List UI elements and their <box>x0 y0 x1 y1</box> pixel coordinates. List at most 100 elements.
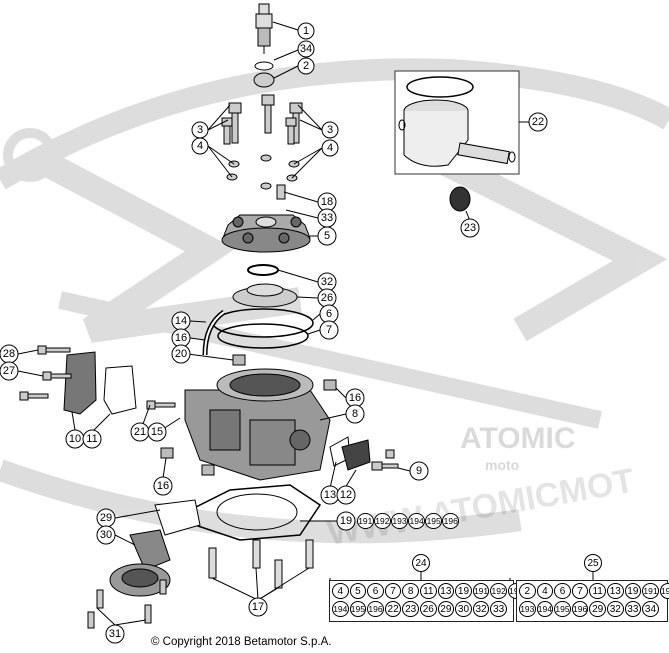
kit-24-item: 195 <box>349 601 367 617</box>
svg-text:15: 15 <box>151 426 163 438</box>
callout-19: 19 <box>336 511 356 531</box>
svg-text:16: 16 <box>175 332 187 344</box>
callout-28: 28 <box>0 344 19 364</box>
svg-text:16: 16 <box>349 392 361 404</box>
kit-25-item: 4 <box>536 583 554 599</box>
chip-196: 196 <box>442 513 460 529</box>
callout-6: 6 <box>319 304 339 324</box>
kit-24-item: 32 <box>472 601 490 617</box>
kit-25-item: 32 <box>606 601 624 617</box>
kit-24-item: 26 <box>419 601 437 617</box>
watermark-url: WWW.ATOMICMOT <box>325 462 637 553</box>
svg-text:27: 27 <box>3 365 15 377</box>
svg-text:19: 19 <box>340 515 352 527</box>
piston-assembly <box>398 76 516 167</box>
svg-text:14: 14 <box>175 315 187 327</box>
svg-text:26: 26 <box>321 292 333 304</box>
callout-20: 20 <box>171 344 191 364</box>
kit-25-item: 195 <box>554 601 571 617</box>
kit-25-item: 29 <box>589 601 606 617</box>
svg-text:21: 21 <box>134 426 146 438</box>
callout-23: 23 <box>460 218 480 238</box>
callout-21: 21 <box>130 422 150 442</box>
svg-text:8: 8 <box>352 408 358 420</box>
nut-2 <box>323 379 337 391</box>
kit-25-item: 13 <box>606 583 624 599</box>
svg-text:1: 1 <box>303 25 309 37</box>
svg-text:16: 16 <box>157 480 169 492</box>
callout-29: 29 <box>96 508 116 528</box>
callout-16-right: 16 <box>345 388 365 408</box>
kit-24-item: 192 <box>490 583 507 599</box>
svg-text:11: 11 <box>86 433 97 445</box>
valve-cover <box>329 436 399 471</box>
kit-24-item: 7 <box>384 583 402 599</box>
callout-13: 13 <box>320 485 340 505</box>
kit-24-item: 19 <box>455 583 472 599</box>
svg-text:3: 3 <box>327 124 333 136</box>
svg-text:31: 31 <box>109 628 121 640</box>
kit-24-item: 33 <box>490 601 507 617</box>
kit-24-item: 191 <box>472 583 490 599</box>
kit-25-item: 34 <box>642 601 659 617</box>
base-gasket <box>189 484 322 541</box>
callout-16-top: 16 <box>171 328 191 348</box>
cylinder-studs <box>208 539 314 589</box>
chip-191: 191 <box>357 513 374 529</box>
callout-32: 32 <box>317 272 337 292</box>
intake-bolts <box>87 579 167 629</box>
kit-25-row-2: 193 194 195 196 29 32 33 34 <box>519 601 660 617</box>
chip-193: 193 <box>391 513 408 529</box>
callout-10: 10 <box>65 429 85 449</box>
svg-text:7: 7 <box>326 324 332 336</box>
spark-plug <box>255 3 273 54</box>
callout-11: 11 <box>82 429 102 449</box>
kit-25-item: 19 <box>624 583 642 599</box>
kit-25-item: 196 <box>571 601 589 617</box>
nut-4 <box>201 464 215 476</box>
kit-24-row-2: 194 195 196 22 23 26 29 30 32 33 <box>332 601 508 617</box>
callout-8: 8 <box>345 404 365 424</box>
nut <box>232 354 246 366</box>
callout-2: 2 <box>297 57 315 75</box>
kit-24-item: 4 <box>332 583 349 599</box>
callout-33: 33 <box>317 208 337 228</box>
callout-5: 5 <box>317 226 337 246</box>
kit-25-row-1: 2 4 6 7 11 13 19 191 192 <box>519 583 669 599</box>
kit-24-item: 196 <box>367 601 384 617</box>
callout-19-chain: 191 192 193 194 195 196 <box>357 513 460 529</box>
o-ring <box>247 264 279 276</box>
callout-3-right: 3 <box>321 121 339 139</box>
kit-25-item: 192 <box>659 583 669 599</box>
svg-text:18: 18 <box>321 196 333 208</box>
svg-text:4: 4 <box>327 142 333 154</box>
callout-31: 31 <box>105 624 125 644</box>
callout-7: 7 <box>319 320 339 340</box>
watermark-brand: ATOMIC <box>460 422 576 455</box>
callout-17: 17 <box>248 597 268 617</box>
svg-text:30: 30 <box>100 529 112 541</box>
svg-text:9: 9 <box>416 465 422 477</box>
callout-1: 1 <box>297 22 315 40</box>
kit-24-item: 13 <box>437 583 455 599</box>
kit-25-item: 194 <box>536 601 554 617</box>
exhaust-flange <box>63 351 137 415</box>
kit-25-item: 33 <box>624 601 642 617</box>
kit-24-item: 194 <box>332 601 349 617</box>
needle-bearing <box>449 186 471 212</box>
svg-text:22: 22 <box>532 116 544 128</box>
kit-25-label: 25 <box>584 554 602 572</box>
svg-text:2: 2 <box>303 60 309 72</box>
cylinder-head <box>221 214 311 253</box>
callout-34: 34 <box>297 40 315 58</box>
kit-25-item: 2 <box>519 583 536 599</box>
kit-24-label: 24 <box>412 554 430 572</box>
kit-24-item: 5 <box>349 583 367 599</box>
callout-3-left: 3 <box>191 121 209 139</box>
svg-text:34: 34 <box>300 43 312 55</box>
kit-24-item: 22 <box>384 601 402 617</box>
svg-text:29: 29 <box>100 512 112 524</box>
intake-manifold <box>109 499 201 597</box>
kit-24-item: 23 <box>402 601 419 617</box>
